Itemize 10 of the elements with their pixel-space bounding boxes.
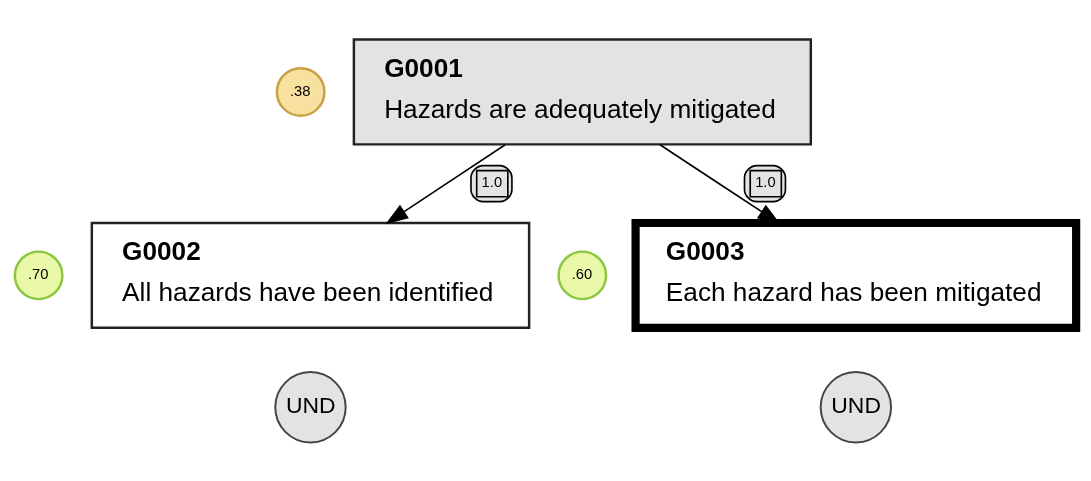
node-circle: UND bbox=[274, 370, 347, 443]
node-box: G0001 Hazards are adequately mitigated bbox=[352, 37, 813, 146]
node-circle: .60 bbox=[557, 249, 608, 300]
node-box: G0002 All hazards have been identified bbox=[90, 221, 531, 329]
edge-label: 1.0 bbox=[755, 173, 776, 190]
node-box: G0003 Each hazard has been mitigated bbox=[631, 218, 1081, 332]
node-circle: .70 bbox=[13, 249, 64, 300]
edge-label: 1.0 bbox=[481, 173, 503, 190]
node-circle: .38 bbox=[275, 66, 326, 117]
node-circle: UND bbox=[819, 370, 893, 443]
